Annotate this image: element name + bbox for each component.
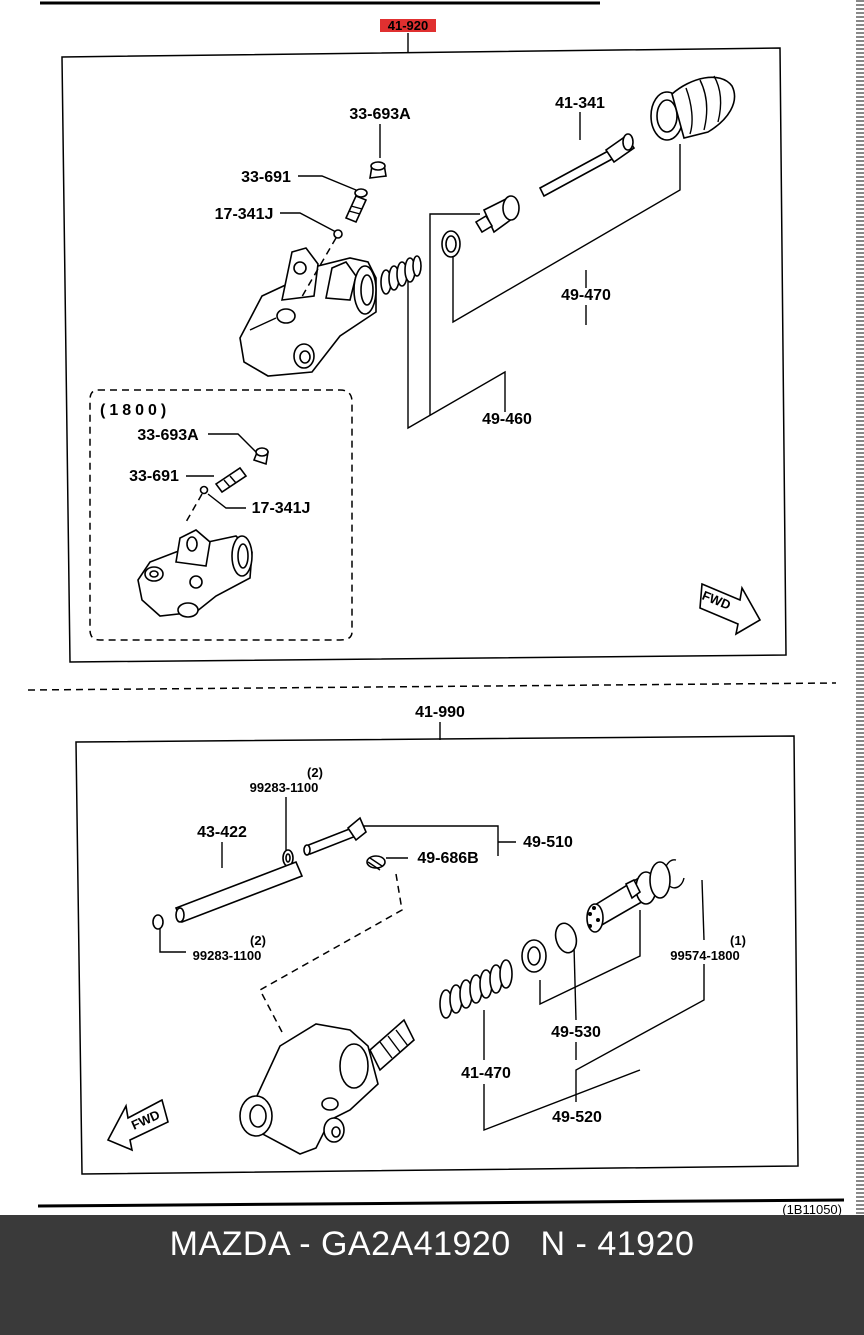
- label-49-470[interactable]: 49-470: [561, 287, 611, 304]
- ref-99574-1800[interactable]: 99574-1800: [670, 948, 739, 963]
- label-41-341[interactable]: 41-341: [555, 95, 605, 112]
- o-ring: [554, 922, 578, 954]
- bottom-rule: [37, 1198, 845, 1208]
- section-divider: [27, 682, 837, 691]
- dust-boot: [650, 75, 736, 141]
- lower-panel: 41-990 (2) 99283-1100 43-422 49-510 49-6…: [75, 704, 799, 1175]
- grommet-seal: [366, 855, 386, 871]
- label-33-691[interactable]: 33-691: [241, 169, 291, 186]
- inset-1800: (1800) 33-693A 33-691 17-341J: [89, 389, 353, 641]
- inset-label-33-693a[interactable]: 33-693A: [137, 427, 199, 444]
- slave-cylinder-body: [239, 247, 377, 377]
- inset-label-33-691[interactable]: 33-691: [129, 468, 179, 485]
- piston-cup: [441, 230, 461, 258]
- ref-99283-1100-left[interactable]: 99283-1100: [193, 948, 262, 963]
- return-spring: [439, 959, 513, 1019]
- push-rod: [538, 133, 636, 198]
- spring: [380, 255, 422, 295]
- diagram-code: (1B11050): [782, 1202, 842, 1217]
- reservoir-pipe: [303, 816, 367, 856]
- footer-bar: MAZDA - GA2A41920 N - 41920: [0, 1215, 864, 1335]
- piston: [474, 195, 520, 234]
- hose: [174, 860, 304, 924]
- inset-bleeder-cap: [252, 447, 269, 466]
- qty-top: (2): [307, 765, 323, 780]
- piston-assembly: [586, 861, 671, 933]
- inset-steel-ball: [199, 485, 209, 495]
- ref-99283-1100-top[interactable]: 99283-1100: [250, 780, 319, 795]
- label-49-460[interactable]: 49-460: [482, 411, 532, 428]
- clip-top: [282, 849, 294, 867]
- fwd-arrow-upper: FWD: [699, 582, 762, 636]
- inset-cylinder-body: [137, 529, 253, 618]
- label-33-693a[interactable]: 33-693A: [349, 106, 411, 123]
- piston-cup-lower: [521, 939, 547, 973]
- label-49-520[interactable]: 49-520: [552, 1109, 602, 1126]
- inset-label-17-341j[interactable]: 17-341J: [252, 500, 311, 517]
- label-43-422[interactable]: 43-422: [197, 824, 247, 841]
- assembly-label-41920[interactable]: 41-920: [388, 18, 428, 33]
- label-41-470[interactable]: 41-470: [461, 1065, 511, 1082]
- label-17-341j[interactable]: 17-341J: [215, 206, 274, 223]
- qty-right: (1): [730, 933, 746, 948]
- assembly-highlight: [380, 19, 436, 32]
- scan-edge: [856, 0, 864, 1215]
- bleeder-screw: [344, 188, 368, 224]
- bleeder-cap: [369, 161, 387, 179]
- assembly-label-41990[interactable]: 41-990: [415, 704, 465, 721]
- lower-frame: [75, 735, 799, 1175]
- master-cylinder-body: [239, 1018, 415, 1155]
- fwd-arrow-lower: FWD: [106, 1098, 169, 1152]
- upper-frame: [61, 47, 787, 663]
- inset-variant-label: (1800): [100, 402, 170, 419]
- label-49-510[interactable]: 49-510: [523, 834, 573, 851]
- label-49-686b[interactable]: 49-686B: [417, 850, 478, 867]
- footer-title: MAZDA - GA2A41920 N - 41920: [169, 1225, 695, 1263]
- clip-left: [152, 914, 164, 930]
- label-49-530[interactable]: 49-530: [551, 1024, 601, 1041]
- upper-panel: 41-920 33-693A 41-341 33-691 17-341J 49-…: [61, 18, 787, 663]
- qty-left: (2): [250, 933, 266, 948]
- steel-ball: [333, 229, 343, 239]
- inset-bleeder-screw: [214, 466, 248, 494]
